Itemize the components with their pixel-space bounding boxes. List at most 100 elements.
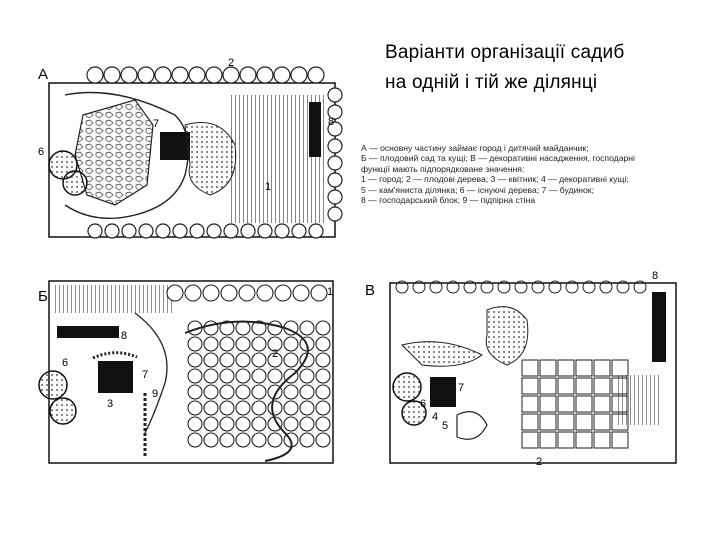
paving-tile <box>539 431 557 449</box>
legend-line: А — основну частину займає город і дитяч… <box>361 143 589 153</box>
title-line-1: Варіанти організації садиб <box>385 42 625 63</box>
paving-tile <box>557 431 575 449</box>
tree-symbol <box>138 223 154 239</box>
fruit-tree-symbol <box>235 400 251 416</box>
paving-tile <box>521 377 539 395</box>
fruit-tree-symbol <box>219 352 235 368</box>
fruit-tree-symbol <box>251 320 267 336</box>
shrub-symbol <box>463 280 477 294</box>
fruit-tree-symbol <box>219 320 235 336</box>
fruit-tree-symbol <box>283 336 299 352</box>
paving-tile <box>575 359 593 377</box>
paving-tile <box>557 395 575 413</box>
plan-b-label-9: 9 <box>152 388 158 400</box>
fruit-tree-symbol <box>251 352 267 368</box>
fruit-tree-symbol <box>235 336 251 352</box>
fruit-tree-symbol <box>315 384 331 400</box>
legend-line: 1 — город; 2 — плодові дерева; 3 — квітн… <box>361 174 629 185</box>
fruit-tree-symbol <box>299 368 315 384</box>
shrub-symbol <box>514 280 528 294</box>
title-line-2: на одній і тій же ділянці <box>385 72 598 93</box>
tree-symbol <box>308 223 324 239</box>
slide-title: Варіанти організації садиб на одній і ті… <box>385 38 705 98</box>
tree-symbol <box>172 223 188 239</box>
shrub-symbol <box>395 280 409 294</box>
fruit-tree-symbol <box>203 400 219 416</box>
fruit-tree-symbol <box>251 368 267 384</box>
fruit-tree-symbol <box>203 384 219 400</box>
plan-v-label-2: 2 <box>536 456 542 468</box>
plan-a-label-1: 1 <box>265 181 271 193</box>
tree-symbol <box>86 66 104 84</box>
fruit-tree-symbol <box>267 336 283 352</box>
fruit-tree-symbol <box>292 284 310 302</box>
plan-b-label-3: 3 <box>107 398 113 410</box>
fruit-tree-symbol <box>235 416 251 432</box>
legend-line: 5 — кам'яниста ділянка; 6 — існуючі дере… <box>361 184 594 195</box>
paving-tile <box>557 413 575 431</box>
fruit-tree-symbol <box>315 400 331 416</box>
fruit-tree-symbol <box>203 416 219 432</box>
fruit-tree-symbol <box>187 384 203 400</box>
tree-symbol <box>188 66 206 84</box>
fruit-tree-symbol <box>219 432 235 448</box>
plan-v-drawing: В 8 7 6 4 5 2 <box>362 265 680 470</box>
fruit-tree-symbol <box>187 352 203 368</box>
fruit-tree-symbol <box>238 284 256 302</box>
tree-symbol <box>137 66 155 84</box>
shrub-symbol <box>429 280 443 294</box>
paving-tile <box>611 359 629 377</box>
fruit-tree-symbol <box>235 368 251 384</box>
tree-symbol <box>273 66 291 84</box>
fruit-tree-symbol <box>219 384 235 400</box>
shrub-symbol <box>633 280 647 294</box>
fruit-tree-symbol <box>203 336 219 352</box>
paving-tile <box>593 395 611 413</box>
paving-tile <box>593 377 611 395</box>
paving-tile <box>593 431 611 449</box>
fruit-tree-symbol <box>219 336 235 352</box>
tree-symbol <box>171 66 189 84</box>
tree-symbol <box>327 189 343 205</box>
tree-symbol <box>189 223 205 239</box>
plan-v-label-6: 6 <box>420 398 426 410</box>
fruit-tree-symbol <box>283 416 299 432</box>
plan-v-label-4: 4 <box>432 411 438 423</box>
tree-symbol <box>206 223 222 239</box>
fruit-tree-symbol <box>251 416 267 432</box>
tree-symbol <box>104 223 120 239</box>
fruit-tree-symbol <box>315 368 331 384</box>
fruit-tree-symbol <box>187 368 203 384</box>
fruit-tree-symbol <box>235 352 251 368</box>
tree-symbol <box>327 104 343 120</box>
paving-tile <box>575 395 593 413</box>
shrub-symbol <box>565 280 579 294</box>
plan-b-label-2: 2 <box>272 348 278 360</box>
fruit-tree-symbol <box>184 284 202 302</box>
plan-legend: А — основну частину займає город і дитяч… <box>361 143 711 205</box>
plan-a-label-6: 6 <box>38 146 44 158</box>
plan-a-letter: А <box>38 66 48 83</box>
fruit-tree-symbol <box>299 416 315 432</box>
fruit-tree-symbol <box>251 336 267 352</box>
fruit-tree-symbol <box>315 352 331 368</box>
paving-tile <box>593 413 611 431</box>
fruit-tree-symbol <box>315 416 331 432</box>
tree-symbol <box>222 66 240 84</box>
shrub-symbol <box>480 280 494 294</box>
paving-tile <box>593 359 611 377</box>
fruit-tree-symbol <box>203 352 219 368</box>
legend-line: Б — плодовий сад та кущі; В — декоративн… <box>361 153 635 164</box>
fruit-tree-symbol <box>251 384 267 400</box>
fruit-tree-symbol <box>251 400 267 416</box>
plan-a-label-7: 7 <box>153 118 159 130</box>
paving-tile <box>539 395 557 413</box>
tree-symbol <box>239 66 257 84</box>
tree-symbol <box>121 223 137 239</box>
fruit-tree-symbol <box>219 368 235 384</box>
fruit-tree-symbol <box>315 432 331 448</box>
plan-v-label-7: 7 <box>458 382 464 394</box>
fruit-tree-symbol <box>267 352 283 368</box>
fruit-tree-symbol <box>256 284 274 302</box>
plan-b-label-1: 1 <box>327 286 333 298</box>
